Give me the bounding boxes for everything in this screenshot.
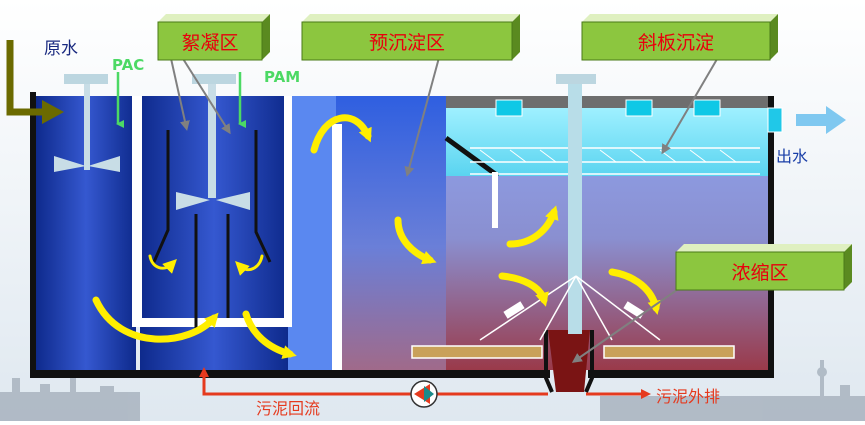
wall-3 [332,124,342,370]
pac-label: PAC [112,56,144,74]
outer-wall-bottom-right [588,370,768,378]
zone-label-thickening: 浓缩区 [731,262,788,284]
wall-1 [132,96,142,326]
pam-label: PAM [264,68,300,86]
wall-2 [284,96,292,326]
riser-channel [288,96,336,370]
pre-sedimentation-chamber [336,96,446,370]
zone-label-coagulation: 絮凝区 [181,32,238,54]
outer-wall-bottom [30,370,550,378]
sludge-return-label: 污泥回流 [256,399,320,418]
baffle-skirt [492,172,498,228]
outer-wall-right [768,96,774,378]
outflow-label: 出水 [776,147,808,166]
pump-icon [411,381,437,407]
zone-label-inclined-plate: 斜板沉淀 [638,32,714,54]
zone-label-pre-sedimentation: 预沉淀区 [369,32,445,54]
clear-water-layer [446,108,768,176]
sludge-discharge-label: 污泥外排 [656,387,720,406]
raw-water-label: 原水 [44,39,78,59]
outer-wall-left [30,92,36,378]
